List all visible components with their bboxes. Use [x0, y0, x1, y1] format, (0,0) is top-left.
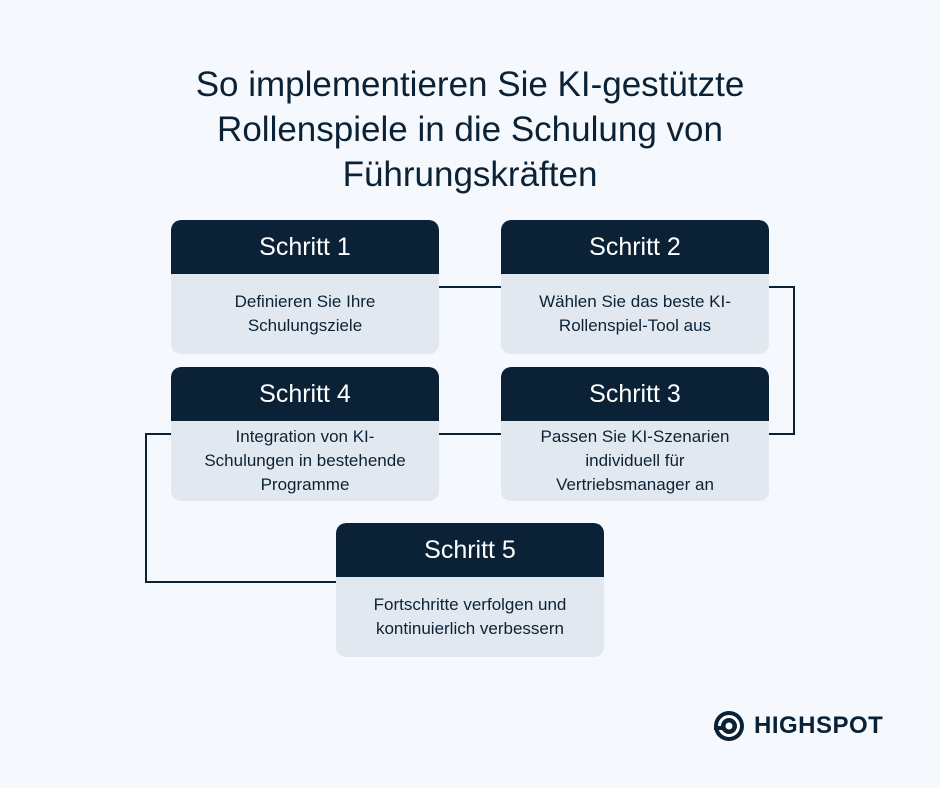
step-3-label: Schritt 3: [501, 367, 769, 421]
step-5-card: Schritt 5 Fortschritte verfolgen und kon…: [336, 523, 604, 657]
step-2-text: Wählen Sie das beste KI-Rollenspiel-Tool…: [539, 292, 731, 335]
step-2-label: Schritt 2: [501, 220, 769, 274]
connector-2-3: [768, 286, 795, 435]
page-title: So implementieren Sie KI-gestützte Rolle…: [0, 62, 940, 197]
title-line: Rollenspiele in die Schulung von: [217, 110, 723, 149]
step-1-label: Schritt 1: [171, 220, 439, 274]
step-1-text: Definieren Sie Ihre Schulungsziele: [234, 292, 376, 335]
brand-name: HIGHSPOT: [754, 712, 884, 739]
title-line: Führungskräften: [342, 155, 598, 194]
step-3-card: Schritt 3 Passen Sie KI-Szenarien indivi…: [501, 367, 769, 501]
title-line: So implementieren Sie KI-gestützte: [195, 65, 745, 104]
step-5-label: Schritt 5: [336, 523, 604, 577]
step-5-text: Fortschritte verfolgen und kontinuierlic…: [373, 595, 567, 638]
step-4-label: Schritt 4: [171, 367, 439, 421]
step-4-text: Integration von KI-Schulungen in bestehe…: [204, 427, 406, 494]
step-3-text: Passen Sie KI-Szenarien individuell für …: [540, 427, 730, 494]
step-1-card: Schritt 1 Definieren Sie Ihre Schulungsz…: [171, 220, 439, 354]
step-4-card: Schritt 4 Integration von KI-Schulungen …: [171, 367, 439, 501]
highspot-logo: HIGHSPOT: [712, 708, 883, 744]
connector-4-5: [145, 433, 337, 583]
step-2-card: Schritt 2 Wählen Sie das beste KI-Rollen…: [501, 220, 769, 354]
highspot-logo-icon: [714, 711, 744, 741]
